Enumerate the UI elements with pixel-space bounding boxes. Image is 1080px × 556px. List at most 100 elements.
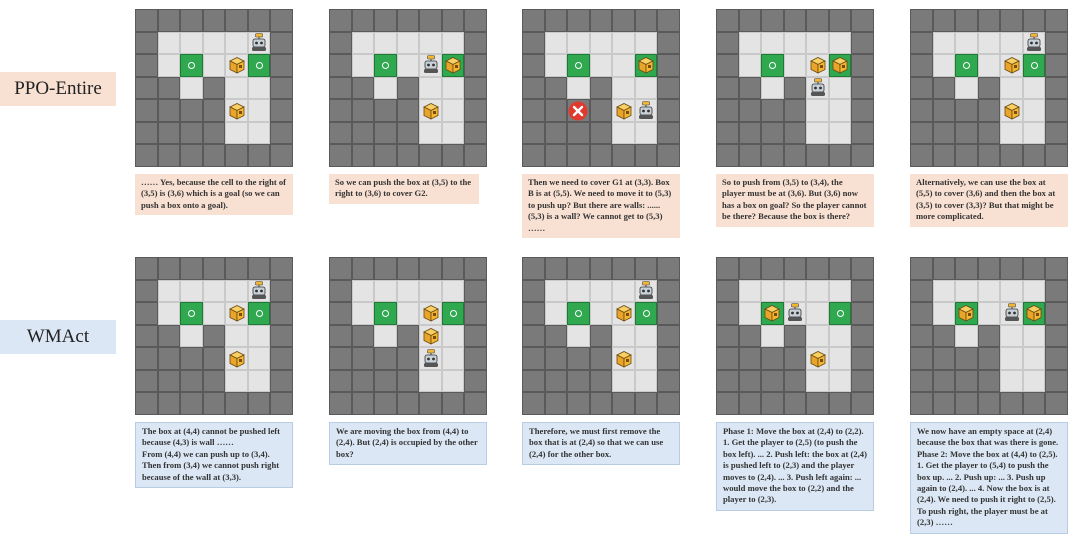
wall-cell bbox=[522, 324, 545, 348]
box-icon bbox=[806, 54, 829, 77]
wall-cell bbox=[783, 9, 807, 32]
wall-cell bbox=[1000, 144, 1023, 167]
wall-cell bbox=[270, 121, 293, 145]
wall-cell bbox=[716, 302, 739, 325]
wall-cell bbox=[716, 54, 739, 77]
wall-cell bbox=[135, 369, 158, 393]
floor-cell bbox=[806, 369, 829, 393]
wall-cell bbox=[1045, 31, 1068, 55]
wall-cell bbox=[657, 9, 680, 32]
wall-cell bbox=[351, 369, 375, 393]
wall-cell bbox=[1045, 121, 1068, 145]
wall-cell bbox=[157, 392, 181, 415]
box-icon bbox=[1023, 302, 1046, 325]
board-grid bbox=[522, 9, 680, 167]
wall-cell bbox=[351, 257, 375, 280]
floor-cell bbox=[419, 31, 442, 55]
wall-cell bbox=[955, 144, 978, 167]
wall-cell bbox=[374, 369, 397, 393]
wall-cell bbox=[977, 347, 1001, 370]
goal-icon bbox=[567, 302, 590, 325]
box-icon bbox=[419, 325, 442, 348]
wall-cell bbox=[1000, 9, 1023, 32]
wall-cell bbox=[910, 279, 933, 303]
box-icon bbox=[225, 302, 248, 325]
floor-cell bbox=[396, 31, 420, 55]
wall-cell bbox=[225, 392, 248, 415]
wall-cell bbox=[738, 392, 762, 415]
floor-cell bbox=[761, 324, 784, 348]
wall-cell bbox=[761, 99, 784, 122]
wall-cell bbox=[716, 144, 739, 167]
wall-cell bbox=[247, 392, 271, 415]
floor-cell bbox=[567, 76, 590, 100]
floor-cell bbox=[589, 302, 613, 325]
robot-player-icon bbox=[635, 99, 658, 122]
floor-cell bbox=[441, 99, 465, 122]
wall-cell bbox=[329, 76, 352, 100]
wall-cell bbox=[202, 347, 226, 370]
wall-cell bbox=[522, 31, 545, 55]
wall-cell bbox=[464, 144, 487, 167]
floor-cell bbox=[761, 31, 784, 55]
wall-cell bbox=[135, 121, 158, 145]
wall-cell bbox=[157, 144, 181, 167]
wall-cell bbox=[202, 76, 226, 100]
row-label-wmact: WMAct bbox=[0, 320, 116, 354]
wall-cell bbox=[589, 347, 613, 370]
floor-cell bbox=[589, 54, 613, 77]
wall-cell bbox=[657, 279, 680, 303]
caption-ppo-5: Alternatively, we can use the box at (5,… bbox=[910, 174, 1068, 227]
goal-icon bbox=[1022, 54, 1046, 77]
wall-cell bbox=[270, 302, 293, 325]
wall-cell bbox=[851, 392, 874, 415]
wall-cell bbox=[955, 392, 978, 415]
wall-cell bbox=[932, 99, 956, 122]
floor-cell bbox=[932, 31, 956, 55]
wall-cell bbox=[329, 369, 352, 393]
box-icon bbox=[761, 302, 784, 325]
wall-cell bbox=[589, 76, 613, 100]
wall-cell bbox=[612, 9, 635, 32]
wall-cell bbox=[396, 144, 420, 167]
wall-cell bbox=[441, 257, 465, 280]
floor-cell bbox=[955, 324, 978, 348]
wall-cell bbox=[522, 302, 545, 325]
wall-cell bbox=[522, 9, 545, 32]
wall-cell bbox=[1045, 279, 1068, 303]
wall-cell bbox=[329, 392, 352, 415]
wall-cell bbox=[851, 76, 874, 100]
wall-cell bbox=[202, 144, 226, 167]
wall-cell bbox=[783, 144, 807, 167]
wall-cell bbox=[657, 392, 680, 415]
wall-cell bbox=[522, 369, 545, 393]
floor-cell bbox=[932, 302, 956, 325]
wall-cell bbox=[544, 324, 568, 348]
floor-cell bbox=[783, 31, 807, 55]
robot-player-icon bbox=[806, 77, 829, 100]
box-icon bbox=[612, 302, 635, 325]
floor-cell bbox=[1022, 347, 1046, 370]
wall-cell bbox=[374, 347, 397, 370]
wall-cell bbox=[955, 99, 978, 122]
wall-cell bbox=[657, 121, 680, 145]
wall-cell bbox=[157, 99, 181, 122]
wall-cell bbox=[464, 54, 487, 77]
wall-cell bbox=[567, 347, 590, 370]
wall-cell bbox=[567, 144, 590, 167]
box-icon bbox=[806, 347, 829, 370]
wall-cell bbox=[716, 324, 739, 348]
wall-cell bbox=[351, 392, 375, 415]
floor-cell bbox=[955, 76, 978, 100]
floor-cell bbox=[1000, 279, 1023, 303]
wall-cell bbox=[202, 369, 226, 393]
wall-cell bbox=[955, 121, 978, 145]
row-label-ppo: PPO-Entire bbox=[0, 72, 116, 106]
wall-cell bbox=[828, 257, 852, 280]
wall-cell bbox=[589, 392, 613, 415]
floor-cell bbox=[225, 121, 248, 145]
wall-cell bbox=[977, 369, 1001, 393]
wall-cell bbox=[567, 392, 590, 415]
wall-cell bbox=[910, 347, 933, 370]
wall-cell bbox=[135, 99, 158, 122]
